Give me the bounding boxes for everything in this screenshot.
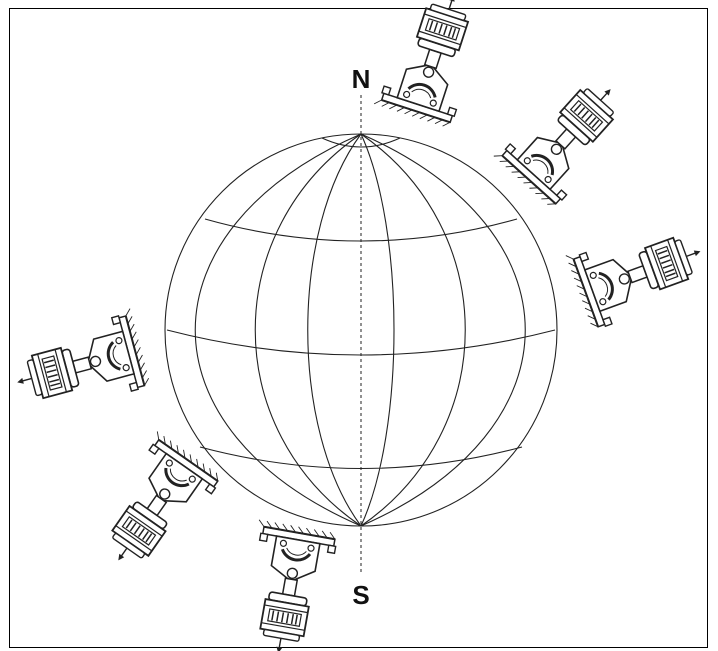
longitude-line [254, 133, 362, 527]
instrument-left-side [4, 307, 153, 421]
instrument-south [235, 518, 340, 651]
longitude-line [307, 133, 362, 527]
south-label: S [352, 580, 369, 610]
instrument-right-side [564, 210, 715, 333]
latitude-line [321, 137, 401, 148]
instrument-north [372, 0, 492, 131]
longitude-line [360, 133, 526, 527]
north-label: N [352, 64, 371, 94]
longitude-line [360, 133, 466, 527]
diagram-frame [9, 8, 708, 648]
longitude-line [360, 133, 395, 527]
instrument-north-upper-right [492, 59, 641, 212]
instrument-lower-left [82, 429, 225, 584]
longitude-line [194, 133, 362, 527]
